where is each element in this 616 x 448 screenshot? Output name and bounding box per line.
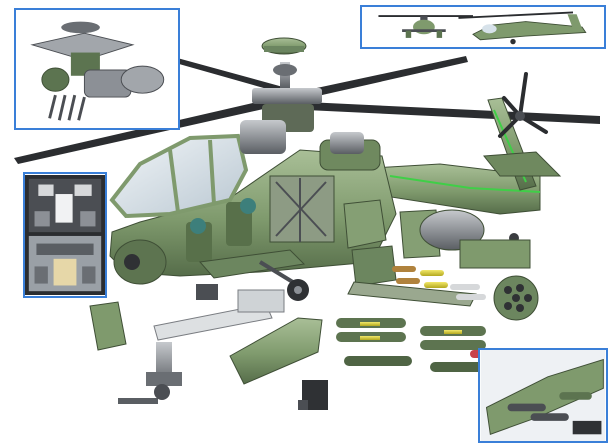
gun-turret-mount bbox=[196, 284, 218, 300]
launcher-closeup bbox=[572, 420, 602, 435]
side-view-profiles-drawing bbox=[371, 7, 595, 47]
front-view-profile bbox=[378, 15, 473, 38]
canopy-frame bbox=[168, 149, 180, 213]
dome-base bbox=[264, 46, 304, 52]
crew-seats bbox=[186, 198, 256, 262]
weapons-pylon-detail-drawing bbox=[480, 350, 606, 441]
canopy-frame-rear bbox=[208, 139, 216, 205]
rotor-blade-back-right bbox=[298, 56, 468, 100]
cockpit-top-view bbox=[28, 178, 102, 233]
gunner-helmet bbox=[190, 218, 206, 234]
rotor-head-detail-inset bbox=[14, 8, 180, 130]
pylon-closeup-wing bbox=[485, 358, 604, 435]
rotor-blade-right bbox=[306, 102, 600, 124]
cockpit-detail-drawing bbox=[25, 175, 105, 295]
ammo-feed-box bbox=[237, 289, 285, 313]
lower-fuselage-panel bbox=[229, 317, 323, 385]
rocket-rounds bbox=[392, 266, 486, 300]
exploded-lower-parts bbox=[89, 289, 328, 410]
horizontal-stabilizer bbox=[483, 151, 562, 177]
engine-left bbox=[240, 120, 286, 154]
rocket-launcher-tube bbox=[153, 303, 273, 341]
rotor-hub-top bbox=[273, 64, 297, 76]
rotor-blade-left bbox=[14, 100, 268, 164]
rocket-pod bbox=[493, 275, 539, 321]
main-gear-strut bbox=[258, 260, 298, 286]
rotor-hub bbox=[252, 88, 322, 104]
fuselage bbox=[109, 120, 531, 287]
tail-rotor bbox=[498, 72, 548, 138]
missile-closeup-c bbox=[559, 392, 592, 400]
sensor-lens bbox=[124, 254, 140, 270]
pilot-helmet bbox=[240, 198, 256, 214]
side-panel-b bbox=[351, 245, 397, 287]
missile-closeup-b bbox=[530, 413, 569, 421]
side-panel-a bbox=[343, 199, 387, 249]
chain-gun bbox=[118, 342, 182, 404]
side-view-profile bbox=[458, 11, 587, 45]
sponson-panel bbox=[89, 301, 127, 351]
internal-framework bbox=[275, 178, 327, 242]
hellfire-rack-inset bbox=[48, 94, 86, 121]
engine-right bbox=[330, 132, 364, 154]
cockpit-bottom-view bbox=[28, 235, 102, 292]
cockpit-detail-inset bbox=[23, 172, 107, 298]
tail-boom bbox=[371, 72, 562, 243]
weapons-pylon-detail-inset bbox=[478, 348, 608, 443]
engine-exhaust-panel bbox=[459, 239, 531, 269]
rotor-head-detail-drawing bbox=[16, 10, 178, 128]
rotor-blade-back-left bbox=[170, 56, 294, 96]
rotor-head-assembly bbox=[30, 21, 165, 98]
tail-rotor-hub bbox=[515, 111, 525, 121]
tail-boom-stripe bbox=[389, 175, 541, 193]
pylon-rail bbox=[347, 281, 477, 307]
side-view-profiles-inset bbox=[360, 5, 606, 49]
stub-wing-and-gear bbox=[196, 249, 309, 301]
stub-wing bbox=[199, 249, 306, 279]
missile-closeup-a bbox=[507, 403, 546, 412]
